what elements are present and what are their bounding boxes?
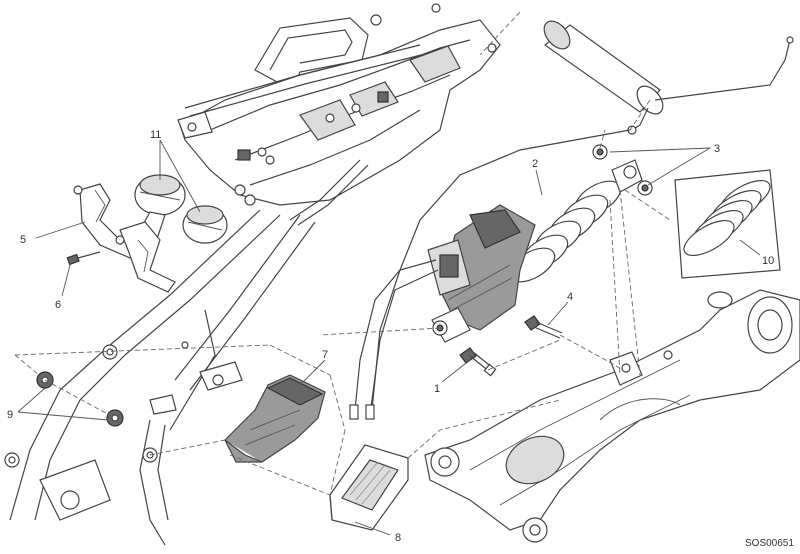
part-2-rear-shock-absorber bbox=[427, 159, 643, 343]
callout-5: 5 bbox=[20, 234, 26, 246]
assembly-dash-lines bbox=[14, 11, 671, 496]
callout-2: 2 bbox=[532, 158, 538, 170]
callout-6: 6 bbox=[55, 299, 61, 311]
callout-3: 3 bbox=[714, 143, 720, 155]
rear-frame-trellis bbox=[4, 209, 316, 546]
remote-preload-reservoir bbox=[543, 20, 794, 135]
callout-10: 10 bbox=[762, 255, 774, 267]
drawing-code: SOS00651 bbox=[745, 538, 794, 549]
rear-subframe-seat-tray bbox=[177, 3, 501, 226]
hydraulic-hoses bbox=[349, 129, 631, 420]
callout-9: 9 bbox=[7, 409, 13, 421]
callout-1: 1 bbox=[434, 383, 440, 395]
callout-11: 11 bbox=[150, 129, 161, 141]
callout-4: 4 bbox=[567, 291, 573, 303]
leader-lines bbox=[17, 139, 761, 536]
part-8-control-unit bbox=[329, 444, 409, 531]
part-7-control-unit-holder bbox=[224, 374, 326, 463]
part-1-bolt bbox=[459, 347, 497, 377]
part-11-rubber-clamps bbox=[134, 174, 228, 244]
part-5-brackets bbox=[73, 183, 176, 293]
part-6-screw bbox=[66, 251, 101, 266]
callout-7: 7 bbox=[322, 349, 328, 361]
part-4-bolt bbox=[524, 315, 563, 339]
part-10-spring-detail bbox=[674, 169, 781, 279]
swingarm bbox=[424, 289, 800, 543]
callout-labels: 11 5 6 9 7 8 2 3 10 4 1 bbox=[7, 129, 774, 544]
callout-8: 8 bbox=[395, 532, 401, 544]
